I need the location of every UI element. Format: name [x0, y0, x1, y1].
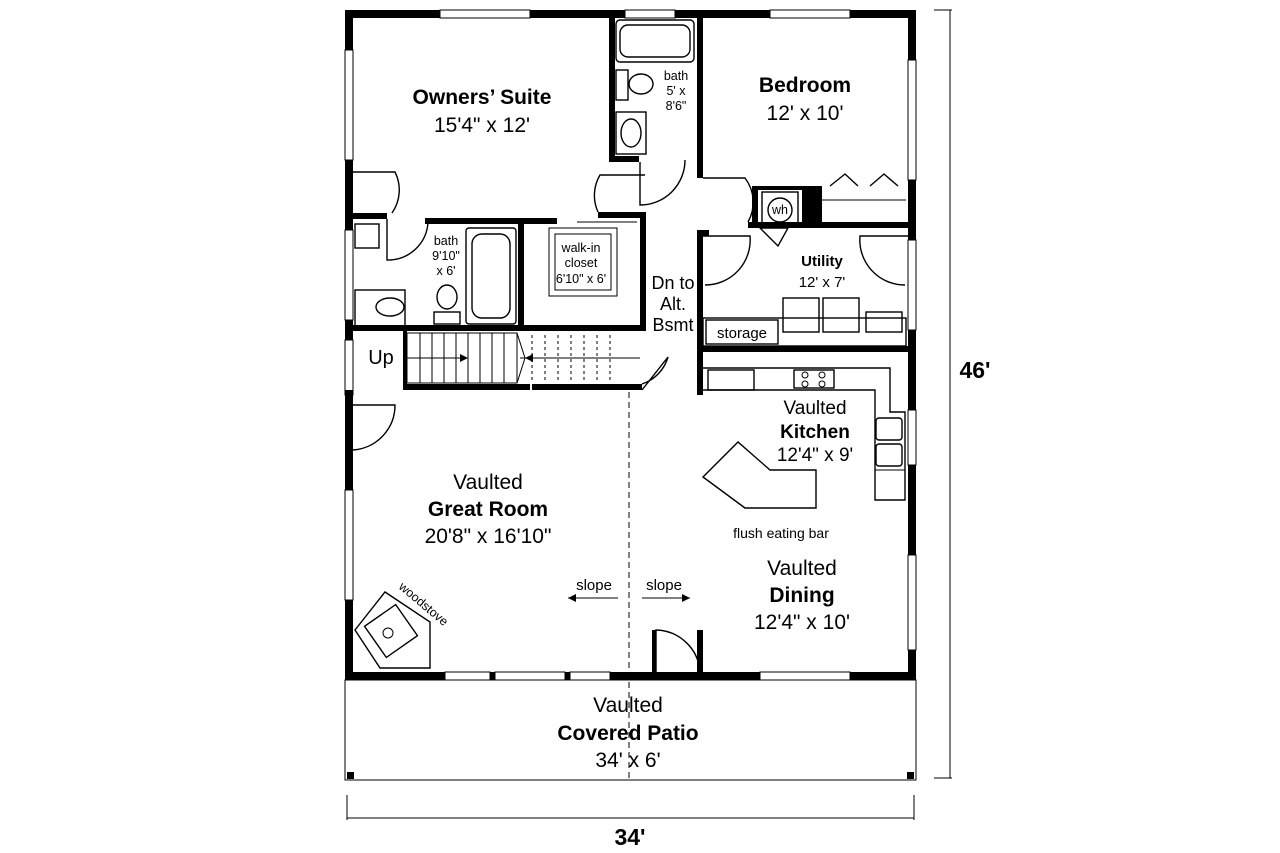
bath-owners-fixtures [354, 223, 517, 327]
owners-suite-name: Owners’ Suite [413, 86, 552, 109]
kitchen-prefix: Vaulted [783, 398, 846, 419]
great-room-size: 20'8" x 16'10" [425, 525, 552, 548]
great-room-name: Great Room [428, 498, 548, 521]
slope-left-label: slope [576, 577, 612, 594]
storage-label: storage [717, 325, 767, 342]
water-heater-label: wh [771, 203, 788, 217]
bath-upper-size-1: 5' x [666, 84, 686, 98]
width-dimension: 34' [614, 824, 645, 850]
stairs-down-line2: Alt. [660, 294, 686, 314]
height-dimension: 46' [959, 357, 990, 383]
bath-upper-fixtures [615, 19, 695, 155]
dining-name: Dining [769, 584, 834, 607]
stairs-up-label: Up [368, 347, 394, 369]
interior-walls [345, 10, 916, 678]
covered-patio [344, 679, 917, 781]
room-labels: Owners’ Suite 15'4" x 12' Bedroom 12' x … [413, 69, 854, 772]
bedroom-name: Bedroom [759, 74, 851, 97]
bath-owners-size-1: 9'10" [432, 249, 460, 263]
patio-prefix: Vaulted [593, 694, 663, 717]
woodstove-icon [354, 591, 431, 669]
patio-name: Covered Patio [557, 722, 698, 745]
doors [352, 159, 908, 673]
slope-right-label: slope [646, 577, 682, 594]
great-room-prefix: Vaulted [453, 471, 523, 494]
utility-size: 12' x 7' [799, 274, 846, 291]
patio-size: 34' x 6' [595, 749, 660, 772]
stairs-down-line1: Dn to [651, 273, 694, 293]
bath-owners-name: bath [434, 234, 458, 248]
bath-upper-name: bath [664, 69, 688, 83]
dimension-labels: 46' 34' [614, 357, 990, 850]
walkin-line2: closet [565, 256, 598, 270]
walkin-line1: walk-in [561, 241, 601, 255]
stairs-up [405, 332, 526, 384]
slope-arrows [568, 594, 690, 602]
bath-owners-size-2: x 6' [436, 264, 455, 278]
eating-bar-label: flush eating bar [733, 525, 829, 541]
bedroom-size: 12' x 10' [767, 102, 844, 125]
dimension-lines [346, 9, 952, 820]
stair-labels: Up Dn to Alt. Bsmt [368, 273, 694, 369]
stairs-down [520, 335, 640, 383]
dining-size: 12'4" x 10' [754, 611, 850, 634]
kitchen-name: Kitchen [780, 422, 850, 443]
stairs-down-line3: Bsmt [652, 315, 693, 335]
owners-suite-size: 15'4" x 12' [434, 114, 530, 137]
kitchen-size: 12'4" x 9' [777, 445, 853, 466]
utility-fixtures [702, 173, 907, 347]
bath-upper-size-2: 8'6" [666, 99, 687, 113]
utility-name: Utility [801, 253, 843, 270]
fixture-labels: wh flush eating bar woodstove slope slop… [395, 203, 829, 629]
walkin-closet-rods [548, 227, 618, 297]
dining-prefix: Vaulted [767, 557, 837, 580]
walkin-size: 6'10" x 6' [556, 272, 606, 286]
kitchen-fixtures [701, 367, 906, 509]
